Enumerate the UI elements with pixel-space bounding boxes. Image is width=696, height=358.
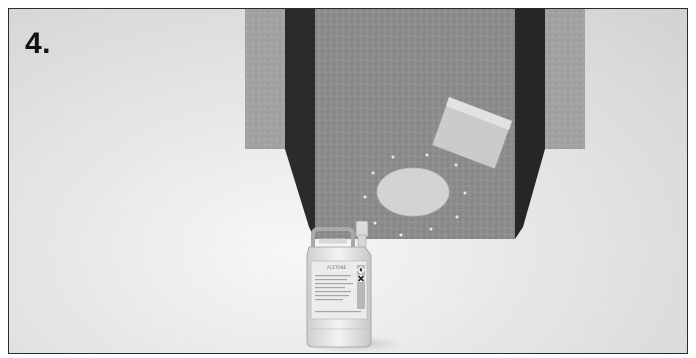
jug-product-name: ACETONE bbox=[327, 265, 347, 270]
instruction-illustration: ACETONE 4. bbox=[8, 8, 688, 354]
solvent-jug: ACETONE bbox=[307, 221, 371, 347]
scene-illustration: ACETONE bbox=[9, 9, 688, 354]
cross-x-icon bbox=[358, 275, 365, 282]
round-plate bbox=[377, 168, 449, 216]
step-number: 4. bbox=[25, 29, 51, 59]
